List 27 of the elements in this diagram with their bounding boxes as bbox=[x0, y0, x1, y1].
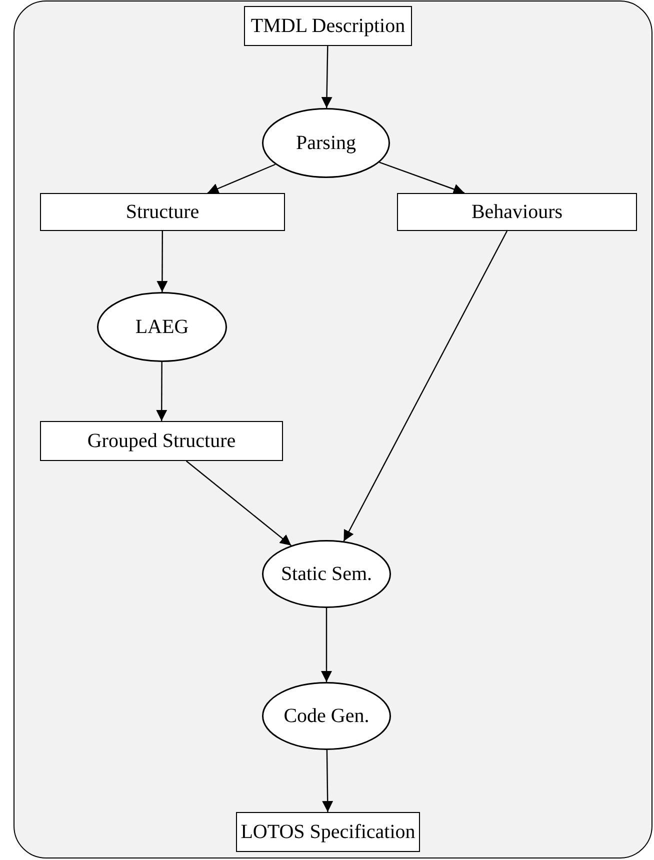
arrow bbox=[156, 231, 168, 292]
node-label: Grouped Structure bbox=[87, 430, 236, 452]
node-label: Code Gen. bbox=[284, 704, 370, 728]
process-ellipse bbox=[262, 682, 391, 750]
arrow bbox=[207, 164, 276, 194]
node-label: Parsing bbox=[296, 132, 356, 154]
process-ellipse bbox=[97, 292, 227, 362]
process-box bbox=[397, 193, 637, 231]
node-label: Structure bbox=[126, 200, 200, 224]
arrow bbox=[343, 230, 508, 542]
process-box bbox=[236, 812, 420, 852]
node-label: Static Sem. bbox=[280, 562, 372, 586]
process-box bbox=[40, 421, 283, 461]
node-label: LOTOS Specification bbox=[240, 820, 416, 844]
arrow bbox=[379, 162, 465, 194]
node-label: TMDL Description bbox=[250, 14, 406, 38]
process-ellipse bbox=[262, 108, 390, 178]
arrow bbox=[322, 750, 334, 812]
process-box bbox=[244, 6, 412, 46]
process-box bbox=[40, 193, 285, 231]
process-ellipse bbox=[262, 540, 391, 608]
arrow bbox=[156, 362, 168, 421]
node-label: Behaviours bbox=[471, 200, 563, 224]
arrow bbox=[321, 46, 332, 108]
arrow bbox=[321, 608, 332, 682]
arrow bbox=[186, 460, 292, 546]
node-label: LAEG bbox=[135, 316, 189, 338]
